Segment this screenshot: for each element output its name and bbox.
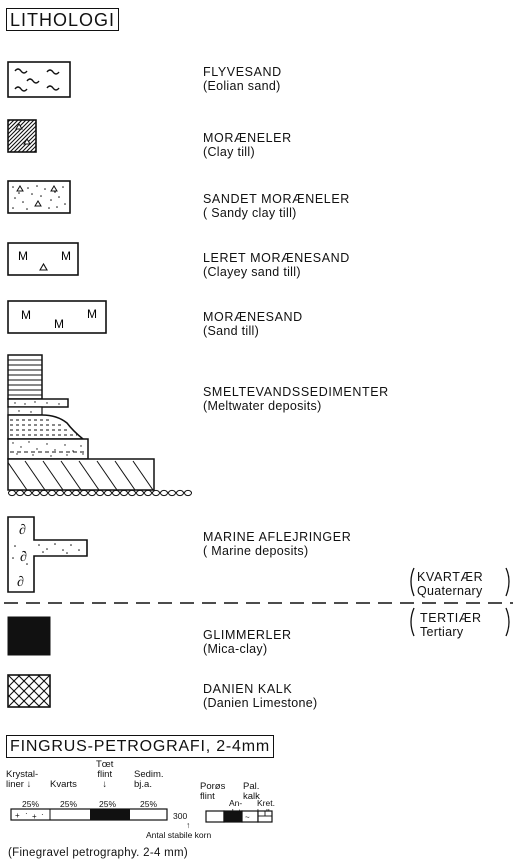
legend-item-sandy-clay-till: SANDET MORÆNELER ( Sandy clay till): [203, 192, 350, 220]
svg-text:∂: ∂: [17, 575, 24, 590]
eolian-sand-symbol: [7, 61, 71, 98]
legend-translation: ( Sandy clay till): [203, 206, 350, 220]
svg-text:·: ·: [25, 809, 28, 818]
era-english: Tertiary: [420, 625, 482, 639]
till-m-letter: M: [61, 249, 71, 263]
petrography-title: FINGRUS-PETROGRAFI, 2-4mm: [6, 735, 274, 758]
legend-name: LERET MORÆNESAND: [203, 251, 350, 265]
svg-text:~: ~: [245, 813, 250, 822]
legend-item-meltwater-deposits: SMELTEVANDSSEDIMENTER (Meltwater deposit…: [203, 385, 389, 413]
era-boundary-line: [0, 600, 515, 606]
lithology-title: LITHOLOGI: [6, 8, 119, 31]
legend-item-sand-till: MORÆNESAND (Sand till): [203, 310, 303, 338]
down-arrow-icon: ↓: [96, 780, 113, 790]
legend-translation: (Clayey sand till): [203, 265, 350, 279]
col-label-line: bj.a.: [134, 780, 164, 790]
col-label-kvarts: Kvarts: [50, 780, 77, 790]
col-label-line: flint: [200, 792, 225, 802]
up-arrow-icon: ↑: [186, 821, 190, 830]
down-arrow-icon: ↓: [27, 779, 32, 790]
legend-name: GLIMMERLER: [203, 628, 292, 642]
legend-translation: (Sand till): [203, 324, 303, 338]
col-label-text: liner: [6, 779, 24, 790]
till-m-letter: M: [54, 317, 64, 331]
petrography-bar: + · + ·: [10, 808, 170, 822]
tertiary-label: TERTIÆR Tertiary: [420, 611, 482, 639]
svg-text:∂: ∂: [19, 523, 26, 538]
legend-name: SMELTEVANDSSEDIMENTER: [203, 385, 389, 399]
legend-name: SANDET MORÆNELER: [203, 192, 350, 206]
col-label-poros-flint: Porøs flint: [200, 782, 225, 802]
danien-limestone-symbol: [7, 674, 51, 708]
petrography-caption: (Finegravel petrography. 2-4 mm): [8, 847, 188, 859]
legend-name: MORÆNESAND: [203, 310, 303, 324]
legend-translation: ( Marine deposits): [203, 544, 351, 558]
col-label-sedim: Sedim. bj.a.: [134, 770, 164, 790]
legend-translation: (Danien Limestone): [203, 696, 317, 710]
legend-item-clay-till: MORÆNELER (Clay till): [203, 131, 292, 159]
till-m-letter: M: [18, 249, 28, 263]
marine-deposits-symbol: ∂ ∂ ∂: [7, 516, 89, 594]
mica-clay-symbol: [7, 616, 51, 656]
meltwater-deposits-symbol: [7, 353, 197, 497]
legend-translation: (Mica-clay): [203, 642, 292, 656]
era-danish: TERTIÆR: [420, 611, 482, 625]
svg-text:+: +: [32, 812, 37, 821]
till-m-letter: M: [87, 307, 97, 321]
legend-item-eolian-sand: FLYVESAND (Eolian sand): [203, 65, 282, 93]
svg-text:+: +: [15, 811, 20, 820]
svg-text:∂: ∂: [20, 550, 27, 565]
till-m-letter: M: [21, 308, 31, 322]
legend-item-marine-deposits: MARINE AFLEJRINGER ( Marine deposits): [203, 530, 351, 558]
legend-name: MORÆNELER: [203, 131, 292, 145]
legend-item-clayey-sand-till: LERET MORÆNESAND (Clayey sand till): [203, 251, 350, 279]
legend-name: FLYVESAND: [203, 65, 282, 79]
svg-text:·: ·: [41, 810, 44, 819]
clayey-sand-till-symbol: M M: [7, 242, 79, 276]
legend-translation: (Meltwater deposits): [203, 399, 389, 413]
col-label-krystalliner: Krystal- liner ↓: [6, 770, 38, 790]
legend-item-mica-clay: GLIMMERLER (Mica-clay): [203, 628, 292, 656]
legend-name: MARINE AFLEJRINGER: [203, 530, 351, 544]
legend-item-danien-limestone: DANIEN KALK (Danien Limestone): [203, 682, 317, 710]
count-label: Antal stabile korn: [146, 831, 211, 840]
sand-till-symbol: M M M: [7, 300, 107, 334]
legend-name: DANIEN KALK: [203, 682, 317, 696]
clay-till-symbol: [7, 119, 37, 153]
legend-translation: (Eolian sand): [203, 79, 282, 93]
sandy-clay-till-symbol: [7, 180, 71, 214]
col-label-line: liner ↓: [6, 780, 38, 790]
legend-translation: (Clay till): [203, 145, 292, 159]
petrography-bar-secondary: ~: [205, 810, 275, 824]
col-label-toet-flint: Tœt flint ↓: [96, 760, 113, 790]
